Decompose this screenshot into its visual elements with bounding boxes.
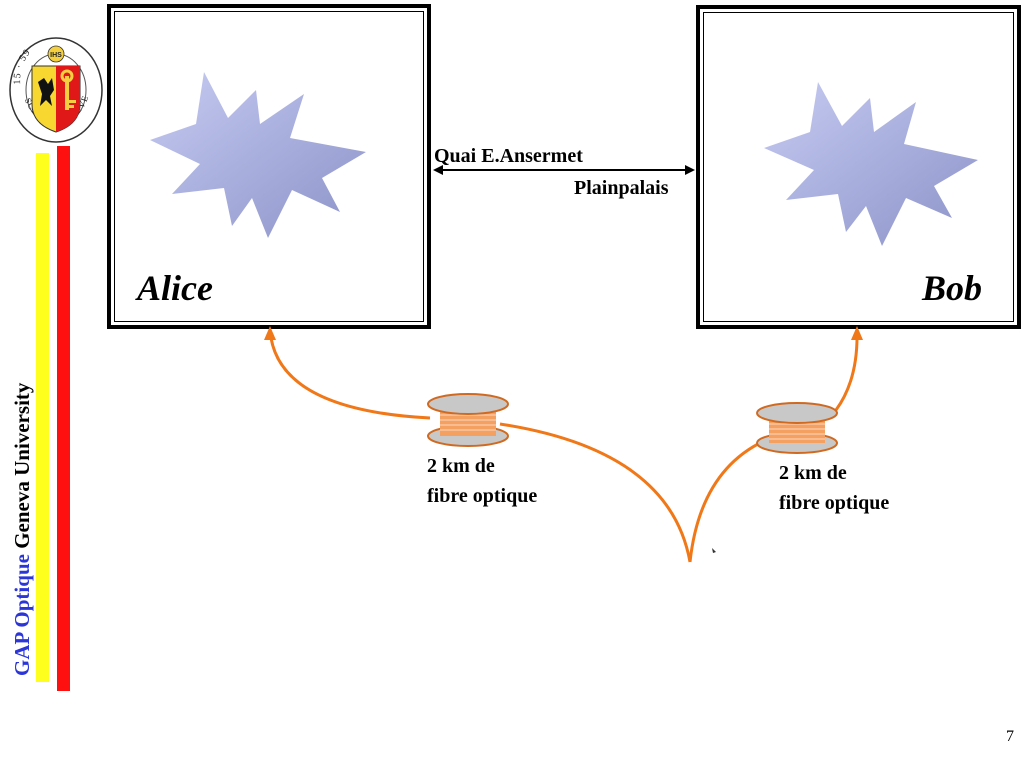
link-from-label: Quai E.Ansermet — [434, 145, 583, 167]
link-to-label: Plainpalais — [574, 177, 669, 199]
spool-2-caption: 2 km de fibre optique — [779, 458, 889, 518]
alice-burst-icon — [150, 72, 366, 238]
seal-monogram: IHS — [50, 52, 62, 59]
fiber-spool-2-icon — [756, 402, 838, 454]
spool-1-type: fibre optique — [427, 485, 538, 507]
link-double-arrow-icon — [433, 165, 695, 175]
university-seal-icon: 15 · 59 SCHOLA GENEVENSIS IHS — [8, 34, 103, 143]
sidebar-yellow-bar — [36, 153, 49, 682]
spool-2-type: fibre optique — [779, 492, 890, 514]
spool-1-caption: 2 km de fibre optique — [427, 451, 537, 511]
spool-2-length: 2 km de — [779, 462, 847, 484]
alice-label: Alice — [137, 268, 213, 308]
fiber-spool-1-icon — [427, 393, 509, 447]
bob-burst-icon — [764, 82, 978, 246]
sidebar-red-bar — [57, 146, 70, 691]
bob-label: Bob — [922, 268, 983, 308]
spool-1-length: 2 km de — [427, 455, 495, 477]
page-number: 7 — [1006, 728, 1014, 745]
